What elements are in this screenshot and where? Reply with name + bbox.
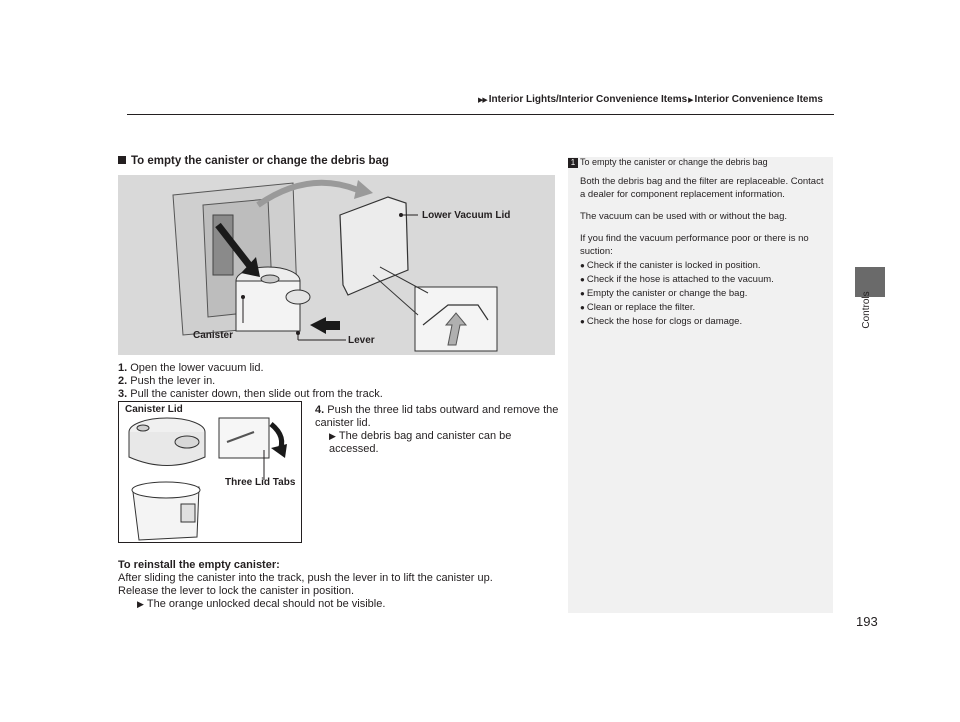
square-bullet-icon xyxy=(118,156,126,164)
breadcrumb: ▶▶Interior Lights/Interior Convenience I… xyxy=(478,94,823,105)
canister-removal-figure: Lower Vacuum Lid Canister Lever xyxy=(118,175,555,355)
reference-number-icon: 1 xyxy=(568,158,578,168)
list-item: Check the hose for clogs or damage. xyxy=(580,315,828,328)
section-heading-text: To empty the canister or change the debr… xyxy=(131,155,389,167)
sidebar-text: Both the debris bag and the filter are r… xyxy=(580,175,828,329)
step-number: 3. xyxy=(118,388,128,400)
step-text: Push the lever in. xyxy=(130,375,216,387)
label-three-lid-tabs: Three Lid Tabs xyxy=(225,477,296,488)
sidebar-paragraph: Both the debris bag and the filter are r… xyxy=(580,176,824,200)
step-number: 2. xyxy=(118,375,128,387)
pointer-arrow-icon: ▶ xyxy=(329,431,336,441)
chapter-tab-marker xyxy=(855,267,885,297)
sidebar-paragraph: The vacuum can be used with or without t… xyxy=(580,211,788,222)
pointer-arrow-icon: ▶ xyxy=(137,599,144,609)
canister-removal-illustration xyxy=(172,179,498,352)
list-item: Check if the hose is attached to the vac… xyxy=(580,273,828,286)
step-sub-text: The debris bag and canister can be acces… xyxy=(329,430,512,455)
section-heading: To empty the canister or change the debr… xyxy=(118,155,389,167)
reinstall-note: ▶The orange unlocked decal should not be… xyxy=(137,598,385,611)
header-rule xyxy=(127,114,834,115)
reinstall-line-2: Release the lever to lock the canister i… xyxy=(118,585,355,597)
step-3: 3. Pull the canister down, then slide ou… xyxy=(118,388,383,401)
label-lever: Lever xyxy=(348,335,375,346)
step-4: 4. Push the three lid tabs outward and r… xyxy=(315,404,560,456)
list-item: Check if the canister is locked in posit… xyxy=(580,259,828,272)
breadcrumb-part-1[interactable]: Interior Lights/Interior Convenience Ite… xyxy=(488,94,688,105)
reinstall-heading: To reinstall the empty canister: xyxy=(118,559,280,571)
sidebar-paragraph: If you find the vacuum performance poor … xyxy=(580,233,809,257)
step-number: 4. xyxy=(315,404,325,416)
sidebar-panel xyxy=(568,157,833,613)
page-number: 193 xyxy=(856,614,878,629)
reinstall-note-text: The orange unlocked decal should not be … xyxy=(146,598,386,610)
label-lower-vacuum-lid: Lower Vacuum Lid xyxy=(422,210,511,221)
step-4-line: 4. Push the three lid tabs outward and r… xyxy=(315,404,560,430)
reinstall-line-1: After sliding the canister into the trac… xyxy=(118,572,493,584)
canister-lid-illustration xyxy=(128,417,287,541)
step-text: Pull the canister down, then slide out f… xyxy=(130,388,383,400)
chapter-tab-label: Controls xyxy=(861,291,872,329)
step-text: Push the three lid tabs outward and remo… xyxy=(315,404,559,429)
step-number: 1. xyxy=(118,362,128,374)
sidebar-heading-text: To empty the canister or change the debr… xyxy=(580,157,768,167)
list-item: Clean or replace the filter. xyxy=(580,301,828,314)
step-text: Open the lower vacuum lid. xyxy=(130,362,264,374)
canister-lid-figure: Canister Lid Three Lid Tabs xyxy=(118,401,302,543)
step-2: 2. Push the lever in. xyxy=(118,375,215,388)
breadcrumb-arrow-icon: ▶▶ xyxy=(478,97,488,104)
list-item: Empty the canister or change the bag. xyxy=(580,287,828,300)
step-1: 1. Open the lower vacuum lid. xyxy=(118,362,264,375)
breadcrumb-arrow-icon: ▶ xyxy=(688,97,693,104)
step-4-sub: ▶The debris bag and canister can be acce… xyxy=(315,430,560,456)
label-canister-lid: Canister Lid xyxy=(125,404,183,415)
sidebar-bullet-list: Check if the canister is locked in posit… xyxy=(580,259,828,328)
label-canister: Canister xyxy=(193,330,234,341)
breadcrumb-part-2[interactable]: Interior Convenience Items xyxy=(694,94,823,105)
